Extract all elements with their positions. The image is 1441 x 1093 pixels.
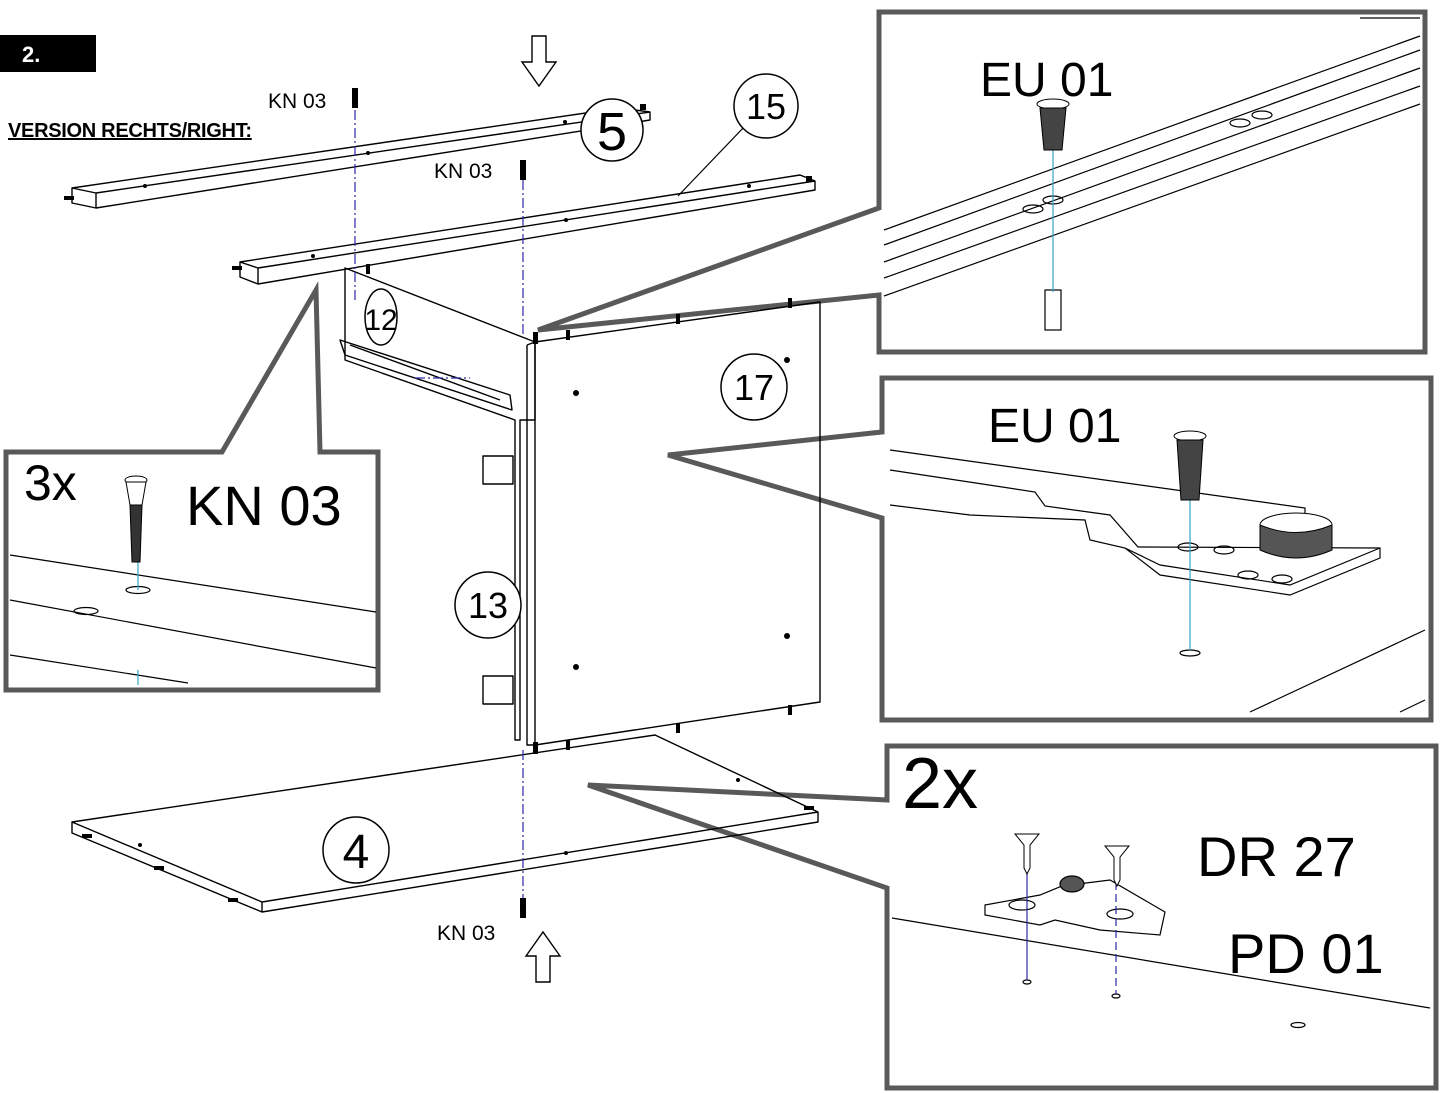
part-15-number: 15 <box>746 86 786 127</box>
detail-top-right-label: EU 01 <box>980 54 1113 107</box>
part-4-bottom-panel <box>71 734 819 913</box>
detail-frame-mid-right <box>667 375 1434 723</box>
connector-plate-icon <box>984 875 1166 936</box>
cam-lock-icon <box>1259 512 1333 559</box>
hinge-lower <box>482 675 514 705</box>
arrow-down-icon <box>520 35 558 88</box>
eu01-fitting-icon <box>1173 430 1207 501</box>
part-5-number: 5 <box>597 102 627 162</box>
kn03-label-top-mid: KN 03 <box>434 160 492 183</box>
detail-mid-right-label: EU 01 <box>988 400 1121 453</box>
kn03-label-top-left: KN 03 <box>268 90 326 113</box>
detail-frame-bottom-right <box>587 743 1439 1091</box>
detail-left-label: KN 03 <box>186 474 342 537</box>
kn03-screw-icon <box>352 88 358 108</box>
part-4-number: 4 <box>343 826 370 879</box>
part-15-rail <box>239 174 816 285</box>
version-label: VERSION RECHTS/RIGHT: <box>8 120 252 142</box>
detail-bottom-right-label-a: DR 27 <box>1197 825 1356 888</box>
dr27-screw-icon <box>1013 833 1131 888</box>
detail-left-quantity: 3x <box>24 455 77 511</box>
part-12-number: 12 <box>364 304 397 337</box>
kn03-screw-icon <box>520 160 526 180</box>
part-13-number: 13 <box>468 585 508 626</box>
kn03-screw-icon <box>124 475 148 563</box>
step-number: 2. <box>0 35 96 72</box>
drawer-runner <box>339 339 513 411</box>
detail-frame-top-right <box>537 9 1428 355</box>
kn03-label-bottom: KN 03 <box>437 922 495 945</box>
detail-frame-left <box>3 281 381 693</box>
eu01-fitting-icon <box>1036 98 1070 151</box>
kn03-screw-icon <box>520 898 526 918</box>
arrow-up-icon <box>524 930 562 983</box>
detail-bottom-right-label-b: PD 01 <box>1228 922 1384 985</box>
part-17-number: 17 <box>734 367 774 408</box>
detail-bottom-right-quantity: 2x <box>902 744 978 824</box>
hinge-upper <box>482 455 514 485</box>
